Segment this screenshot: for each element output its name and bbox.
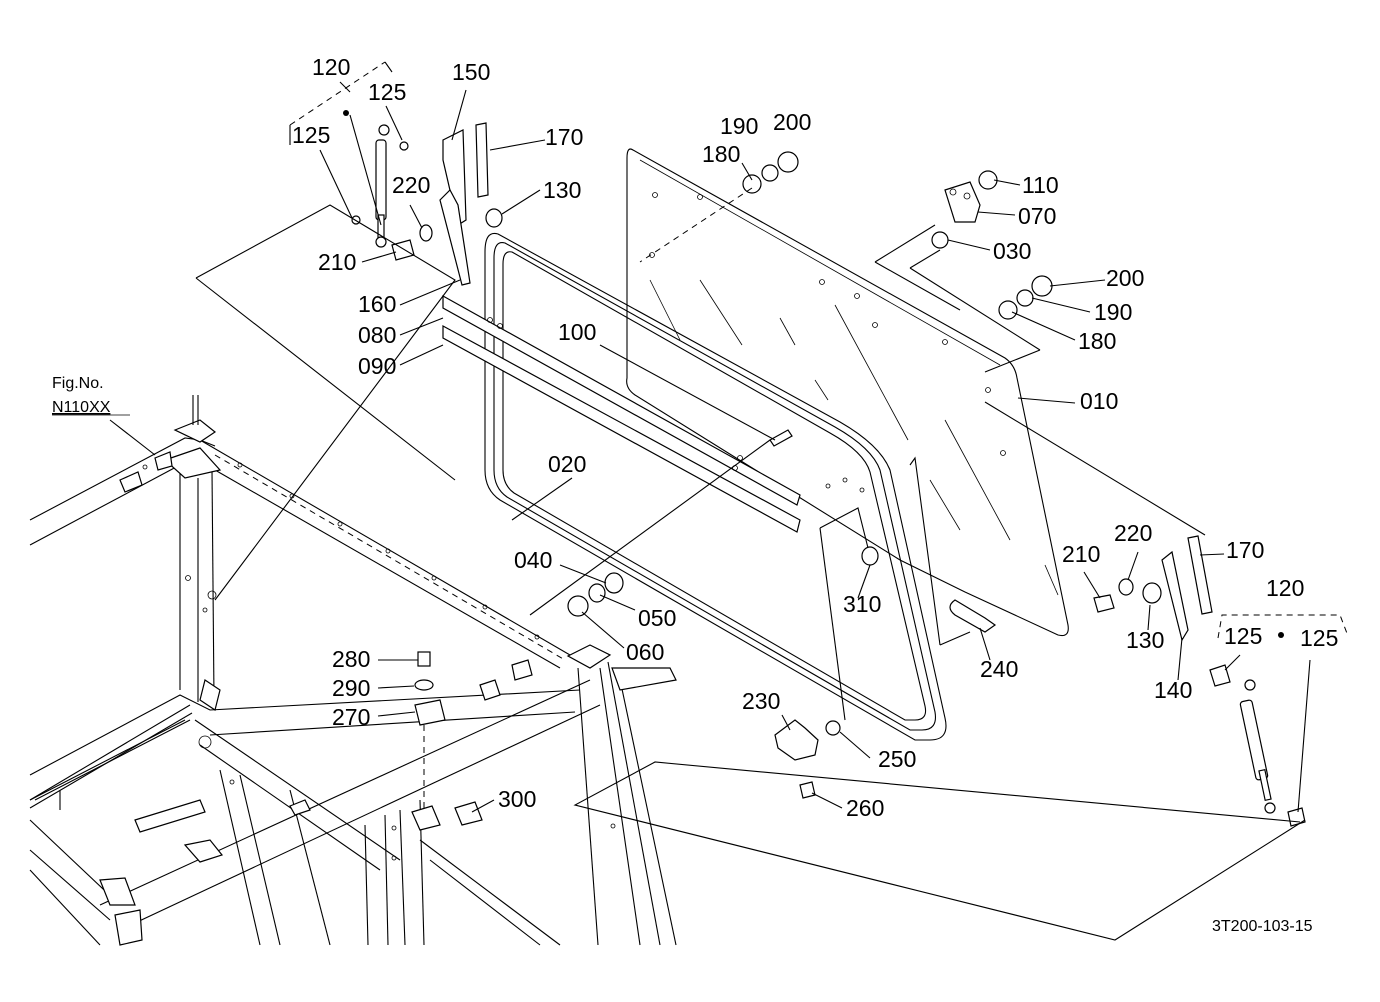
window-seal-frame (484, 232, 947, 741)
callout-200: 200 (1106, 265, 1144, 291)
callout-150: 150 (452, 59, 490, 85)
callout-130: 130 (1126, 627, 1164, 653)
leader-lines (109, 61, 1349, 941)
callout-090: 090 (358, 353, 396, 379)
callout-110: 110 (1022, 172, 1059, 198)
callout-310: 310 (843, 591, 881, 617)
callout-labels: 1201251251501701302202101600800901000200… (292, 54, 1338, 821)
guide-rails (442, 294, 801, 533)
callout-170: 170 (545, 124, 583, 150)
callout-125: 125 (292, 122, 330, 148)
callout-220: 220 (392, 172, 430, 198)
callout-070: 070 (1018, 203, 1056, 229)
hinge-hardware (742, 151, 1053, 320)
callout-140: 140 (1154, 677, 1192, 703)
callout-190: 190 (1094, 299, 1132, 325)
callout-040: 040 (514, 547, 552, 573)
callout-290: 290 (332, 675, 370, 701)
callout-220: 220 (1114, 520, 1152, 546)
callout-200: 200 (773, 109, 811, 135)
lower-hardware (411, 546, 997, 831)
callout-030: 030 (993, 238, 1031, 264)
callout-125: 125 (1300, 625, 1338, 651)
figure-reference-label: Fig.No. (52, 375, 104, 392)
callout-125: 125 (1224, 623, 1262, 649)
callout-210: 210 (1062, 541, 1100, 567)
callout-130: 130 (543, 177, 581, 203)
callout-100: 100 (558, 319, 596, 345)
callout-230: 230 (742, 688, 780, 714)
callout-120: 120 (312, 54, 350, 80)
figure-reference: Fig.No. N110XX (52, 375, 130, 416)
callout-270: 270 (332, 704, 370, 730)
callout-180: 180 (702, 141, 740, 167)
callout-300: 300 (498, 786, 536, 812)
callout-190: 190 (720, 113, 758, 139)
callout-250: 250 (878, 746, 916, 772)
right-gas-strut (1093, 535, 1306, 827)
drawing-number: 3T200-103-15 (1212, 918, 1313, 935)
callout-260: 260 (846, 795, 884, 821)
callout-050: 050 (638, 605, 676, 631)
callout-060: 060 (626, 639, 664, 665)
callout-020: 020 (548, 451, 586, 477)
callout-120: 120 (1266, 575, 1304, 601)
callout-280: 280 (332, 646, 370, 672)
callout-160: 160 (358, 291, 396, 317)
callout-170: 170 (1226, 537, 1264, 563)
callout-180: 180 (1078, 328, 1116, 354)
callout-080: 080 (358, 322, 396, 348)
cab-frame (29, 395, 677, 946)
figure-reference-code: N110XX (52, 399, 111, 416)
callout-240: 240 (980, 656, 1018, 682)
callout-125: 125 (368, 79, 406, 105)
glass-panel (626, 148, 1069, 637)
callout-210: 210 (318, 249, 356, 275)
callout-010: 010 (1080, 388, 1118, 414)
